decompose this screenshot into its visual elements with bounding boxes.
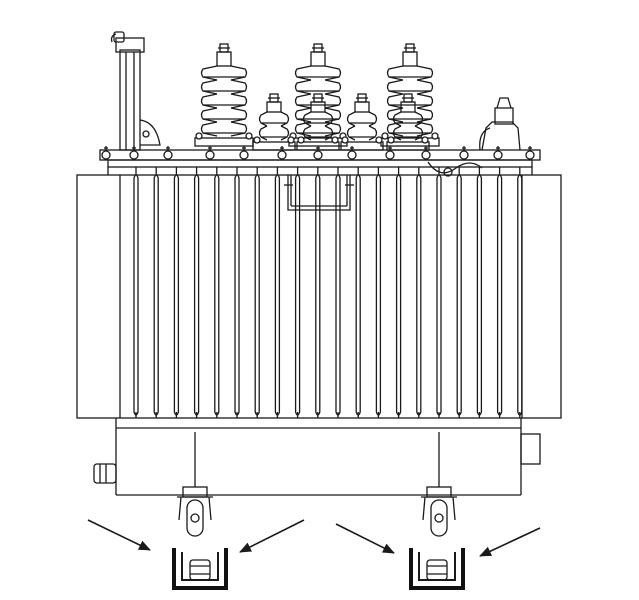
conservator-pipe [110, 31, 161, 151]
bushing [380, 43, 440, 147]
radiator-fin [476, 167, 483, 418]
cover-bolt [493, 146, 503, 160]
radiator-fin [395, 167, 402, 418]
cover-bolt [459, 146, 469, 160]
arrow-right-1 [335, 523, 395, 554]
cover-bolt [525, 146, 535, 160]
wheel-stop-left [172, 548, 228, 590]
bushing [296, 93, 340, 151]
radiator-fin [234, 167, 240, 418]
bushing [194, 43, 254, 147]
wheel-stop-right [409, 548, 465, 590]
radiator-fin [375, 167, 382, 418]
cover-bolt [101, 146, 111, 160]
wheel-right [421, 432, 457, 537]
radiator-fin [456, 167, 462, 418]
tank-base [115, 418, 541, 496]
terminal-box [284, 175, 354, 211]
drain-valve [93, 463, 117, 484]
radiator-fin [214, 167, 220, 418]
bushing [340, 93, 384, 151]
cover-bolts [101, 146, 535, 160]
radiator-fin [436, 167, 442, 418]
cover-bolt [347, 146, 357, 160]
radiator-fin [173, 167, 180, 418]
radiator-fin [294, 167, 301, 418]
hv-bushings [194, 43, 440, 147]
arrow-right-2 [479, 527, 541, 557]
bushing [288, 43, 348, 147]
cover-bolt [313, 146, 323, 160]
radiator-fin [133, 167, 139, 418]
thermometer-pocket [427, 161, 483, 177]
radiator-fin [496, 167, 503, 418]
radiator-fin [355, 167, 361, 418]
wheel-left [177, 432, 213, 537]
arrows [87, 519, 541, 557]
radiator-fin [416, 167, 422, 418]
bushing [252, 93, 296, 151]
radiator-fin [315, 167, 321, 418]
radiator-fin [517, 167, 523, 418]
cover-bolt [205, 146, 215, 160]
radiator-fins [133, 167, 523, 418]
radiator-fin [335, 167, 341, 418]
arrow-left-2 [239, 519, 305, 553]
radiator-fin [193, 167, 200, 418]
breather-fitting [479, 97, 521, 151]
radiator-fin [254, 167, 260, 418]
radiator-fin [274, 167, 281, 418]
lv-bushings [252, 93, 430, 151]
bushing [386, 93, 430, 151]
tank-body [76, 174, 562, 419]
cover-bolt [163, 146, 173, 160]
cover-bolt [239, 146, 249, 160]
radiator-fin [153, 167, 159, 418]
cover-bolt [421, 146, 431, 160]
arrow-left-1 [87, 519, 151, 551]
cover-bolt [277, 146, 287, 160]
